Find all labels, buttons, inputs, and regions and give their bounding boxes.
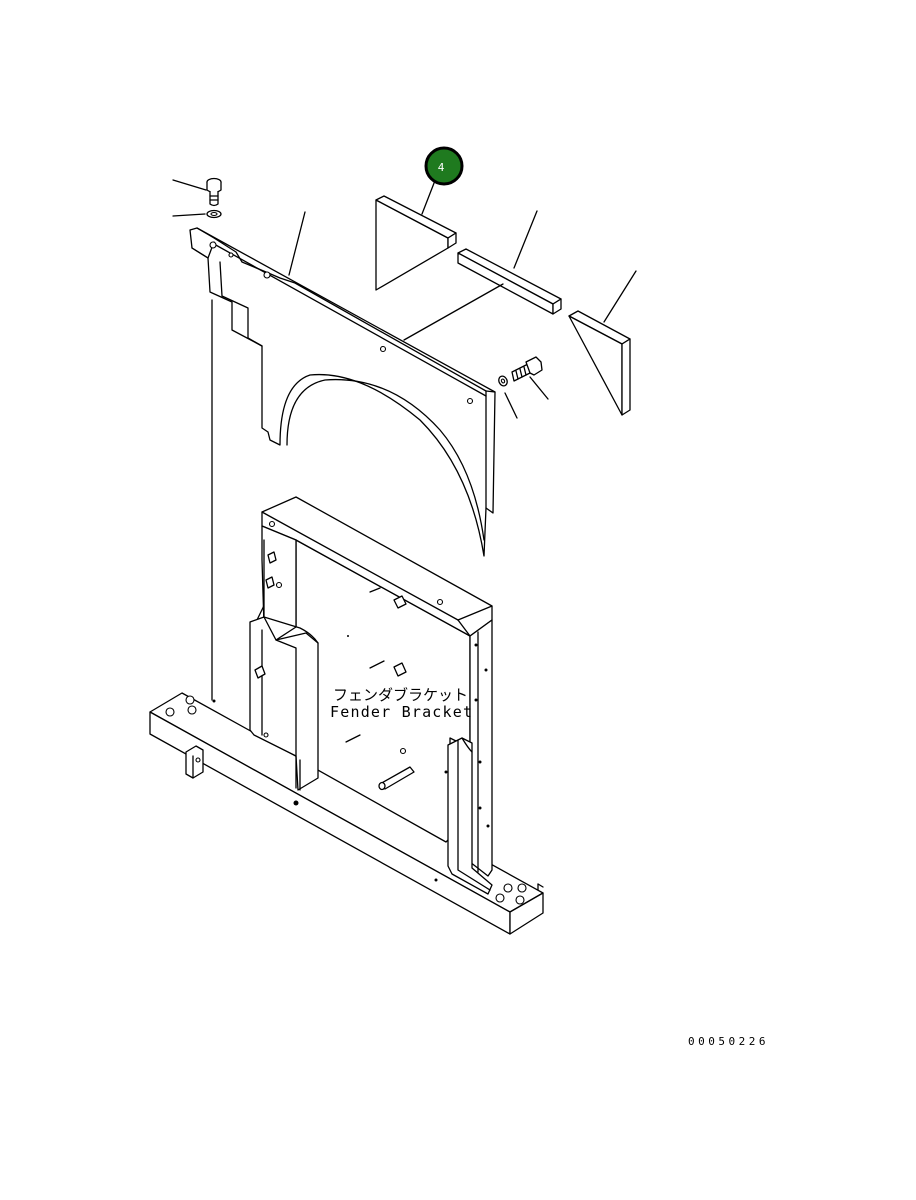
- triangular-plate: [375, 195, 457, 291]
- leader-fender: [288, 211, 306, 276]
- callout-badge-4: 4: [424, 146, 464, 186]
- leader-bar: [513, 210, 538, 269]
- bolt-right: [498, 356, 543, 387]
- right-triangular-plate: [568, 310, 631, 416]
- callout-badge-number: 4: [438, 161, 445, 174]
- leader-washer-right: [504, 392, 518, 419]
- leader-badge: [421, 177, 437, 215]
- fender-bracket-frame: [149, 496, 544, 935]
- spacer-bar: [457, 248, 562, 315]
- label-japanese: フェンダブラケット: [333, 686, 468, 704]
- bolt-top-left: [172, 177, 222, 207]
- label-english: Fender Bracket: [330, 703, 473, 721]
- fender-plate: [189, 227, 496, 557]
- washer-top-left: [172, 209, 222, 219]
- leader-right-plate: [603, 270, 637, 323]
- drawing-number: 00050226: [688, 1035, 769, 1048]
- leader-bar-to-fender: [403, 283, 504, 341]
- leader-bolt-right: [529, 376, 549, 400]
